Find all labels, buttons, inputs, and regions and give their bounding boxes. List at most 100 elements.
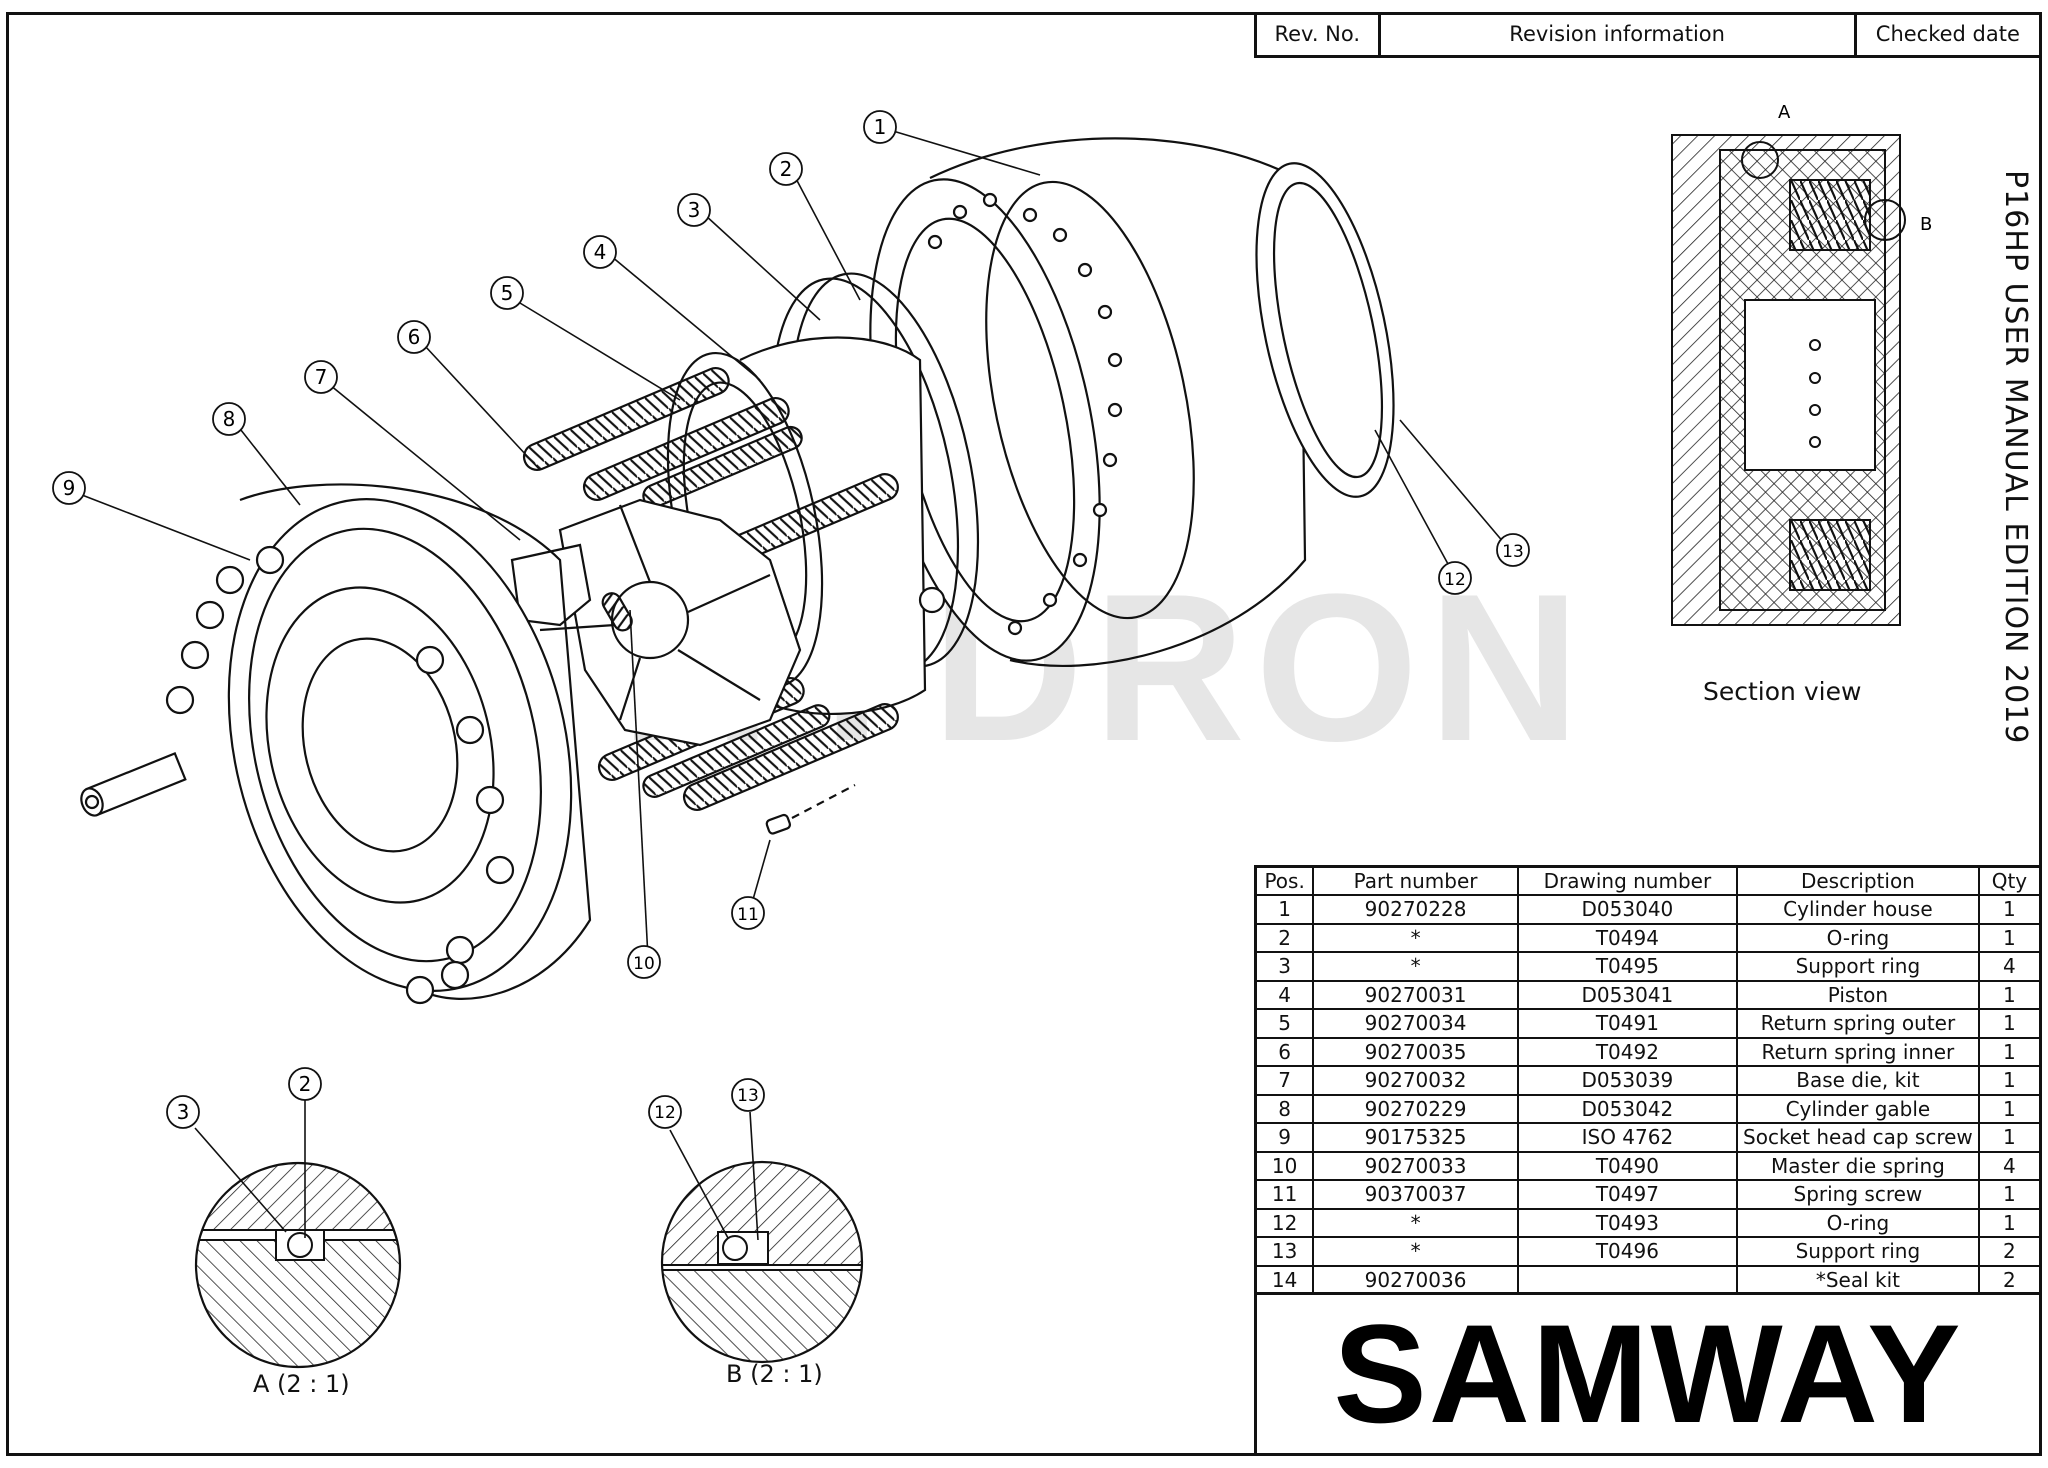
table-cell: Support ring	[1735, 1236, 1980, 1267]
table-cell: 10	[1254, 1150, 1315, 1181]
table-cell: 90370037	[1312, 1179, 1519, 1210]
balloon-11: 11	[731, 896, 765, 930]
table-cell	[1516, 1264, 1738, 1295]
balloon-8: 8	[212, 402, 246, 436]
parts-header-cell: Qty	[1977, 865, 2042, 896]
table-cell: 11	[1254, 1179, 1315, 1210]
table-cell: 2	[1977, 1264, 2042, 1295]
svg-text:1: 1	[874, 115, 887, 139]
parts-header-cell: Drawing number	[1516, 865, 1738, 896]
table-cell: O-ring	[1735, 1207, 1980, 1238]
title-block: SAMWAY	[1254, 1292, 2042, 1456]
table-cell: 1	[1977, 1179, 2042, 1210]
table-cell: O-ring	[1735, 922, 1980, 953]
manual-title: P16HP USER MANUAL EDITION 2019	[1998, 170, 2033, 745]
svg-text:8: 8	[223, 407, 236, 431]
table-cell: 90270229	[1312, 1093, 1519, 1124]
balloon-2: 2	[769, 152, 803, 186]
table-cell: Base die, kit	[1735, 1065, 1980, 1096]
table-cell: T0496	[1516, 1236, 1738, 1267]
parts-header-cell: Pos.	[1254, 865, 1315, 896]
parts-header-cell: Part number	[1312, 865, 1519, 896]
table-cell: 4	[1977, 1150, 2042, 1181]
svg-text:11: 11	[737, 905, 759, 925]
table-cell: 1	[1977, 922, 2042, 953]
table-cell: 1	[1977, 1065, 2042, 1096]
balloon-3: 3	[677, 193, 711, 227]
table-cell: 1	[1977, 1122, 2042, 1153]
table-cell: 2	[1254, 922, 1315, 953]
spring-screw-part-11	[765, 784, 856, 835]
table-cell: *	[1312, 1236, 1519, 1267]
table-cell: T0493	[1516, 1207, 1738, 1238]
table-cell: Return spring inner	[1735, 1036, 1980, 1067]
table-cell: T0492	[1516, 1036, 1738, 1067]
section-view-label: Section view	[1703, 677, 1862, 706]
table-cell: 90270034	[1312, 1008, 1519, 1039]
svg-text:B: B	[1920, 214, 1932, 235]
drawing-frame	[6, 12, 2042, 1456]
parts-header-cell: Description	[1735, 865, 1980, 896]
table-cell: 12	[1254, 1207, 1315, 1238]
balloon-7: 7	[304, 360, 338, 394]
svg-text:7: 7	[315, 365, 328, 389]
table-cell: Master die spring	[1735, 1150, 1980, 1181]
leader-lines	[81, 130, 1511, 959]
table-cell: 90270228	[1312, 894, 1519, 925]
table-cell: T0494	[1516, 922, 1738, 953]
table-cell: D053041	[1516, 979, 1738, 1010]
svg-text:10: 10	[633, 954, 655, 974]
table-cell: Cylinder house	[1735, 894, 1980, 925]
svg-text:3: 3	[177, 1100, 190, 1124]
table-cell: 4	[1977, 951, 2042, 982]
flange-holes	[927, 192, 1123, 636]
svg-text:5: 5	[501, 281, 514, 305]
rev-no-header: Rev. No.	[1257, 12, 1381, 55]
table-cell: D053039	[1516, 1065, 1738, 1096]
svg-text:13: 13	[737, 1086, 759, 1106]
table-cell: 90270032	[1312, 1065, 1519, 1096]
svg-text:12: 12	[1444, 570, 1466, 590]
table-cell: D053042	[1516, 1093, 1738, 1124]
balloon-10: 10	[627, 945, 661, 979]
table-cell: T0497	[1516, 1179, 1738, 1210]
samway-logo: SAMWAY	[1333, 1294, 1963, 1452]
table-cell: *	[1312, 951, 1519, 982]
svg-text:9: 9	[63, 476, 76, 500]
checked-date-header: Checked date	[1875, 21, 2020, 46]
balloon-13: 13	[1496, 533, 1530, 567]
table-cell: *	[1312, 922, 1519, 953]
balloon-4: 4	[583, 235, 617, 269]
master-die-spring-part-10	[601, 592, 633, 632]
cylinder-gable-part-8	[227, 483, 592, 1000]
svg-text:3: 3	[688, 198, 701, 222]
svg-text:6: 6	[408, 325, 421, 349]
detail-b-label: B (2 : 1)	[726, 1360, 823, 1388]
table-cell: 1	[1977, 1207, 2042, 1238]
svg-text:2: 2	[299, 1072, 312, 1096]
table-cell: T0495	[1516, 951, 1738, 982]
svg-text:A: A	[1778, 102, 1791, 123]
table-cell: 1	[1977, 894, 2042, 925]
balloon-6: 6	[397, 320, 431, 354]
table-cell: T0490	[1516, 1150, 1738, 1181]
table-cell: Spring screw	[1735, 1179, 1980, 1210]
table-cell: Socket head cap screw	[1735, 1122, 1980, 1153]
svg-text:4: 4	[594, 240, 607, 264]
table-cell: Cylinder gable	[1735, 1093, 1980, 1124]
socket-head-cap-screws	[80, 545, 515, 1005]
table-cell: 90270035	[1312, 1036, 1519, 1067]
table-cell: 1	[1977, 1093, 2042, 1124]
